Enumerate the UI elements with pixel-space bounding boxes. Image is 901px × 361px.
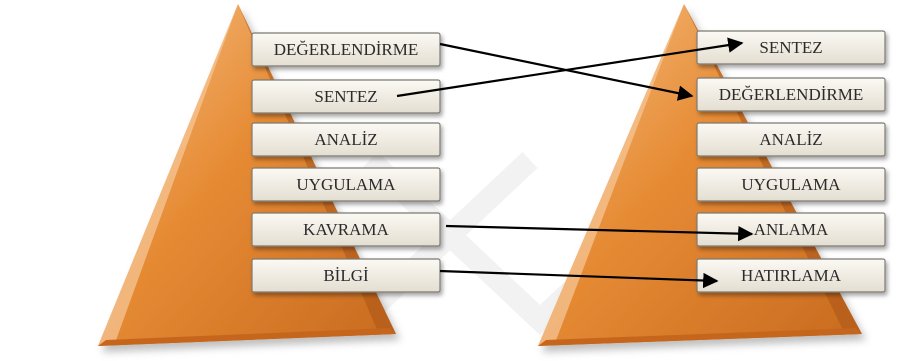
left-levels: DEĞERLENDİRME SENTEZ ANALİZ UYGULAMA KAV… (251, 32, 441, 293)
right-level-5-label: ANLAMA (754, 220, 829, 239)
right-level-6-label: HATIRLAMA (741, 266, 842, 285)
right-level-1: SENTEZ (696, 30, 886, 65)
arrow-bilgi-to-hatirlama (439, 269, 719, 289)
left-level-3: ANALİZ (251, 122, 441, 157)
right-level-3: ANALİZ (696, 122, 886, 157)
right-level-2: DEĞERLENDİRME (696, 77, 886, 112)
right-levels: SENTEZ DEĞERLENDİRME ANALİZ UYGULAMA ANL… (696, 30, 886, 293)
left-level-5-label: KAVRAMA (303, 220, 389, 239)
left-level-2-label: SENTEZ (314, 87, 377, 106)
left-level-6-label: BİLGİ (323, 266, 369, 285)
right-level-3-label: ANALİZ (759, 130, 822, 149)
right-level-6: HATIRLAMA (696, 258, 886, 293)
right-level-5: ANLAMA (696, 212, 886, 247)
arrow-sentez-to-sentez (396, 37, 744, 98)
left-level-5: KAVRAMA (251, 212, 441, 247)
mapping-arrows (396, 37, 754, 289)
left-level-6: BİLGİ (251, 258, 441, 293)
right-level-4: UYGULAMA (696, 167, 886, 202)
right-level-4-label: UYGULAMA (741, 175, 841, 194)
arrow-kavrama-to-anlama (445, 224, 754, 242)
left-level-4: UYGULAMA (251, 167, 441, 202)
left-level-1: DEĞERLENDİRME (251, 32, 441, 67)
right-level-2-label: DEĞERLENDİRME (719, 85, 863, 104)
right-level-1-label: SENTEZ (759, 38, 822, 57)
left-level-4-label: UYGULAMA (296, 175, 396, 194)
left-level-2: SENTEZ (251, 79, 441, 114)
left-level-3-label: ANALİZ (314, 130, 377, 149)
left-level-1-label: DEĞERLENDİRME (274, 40, 418, 59)
